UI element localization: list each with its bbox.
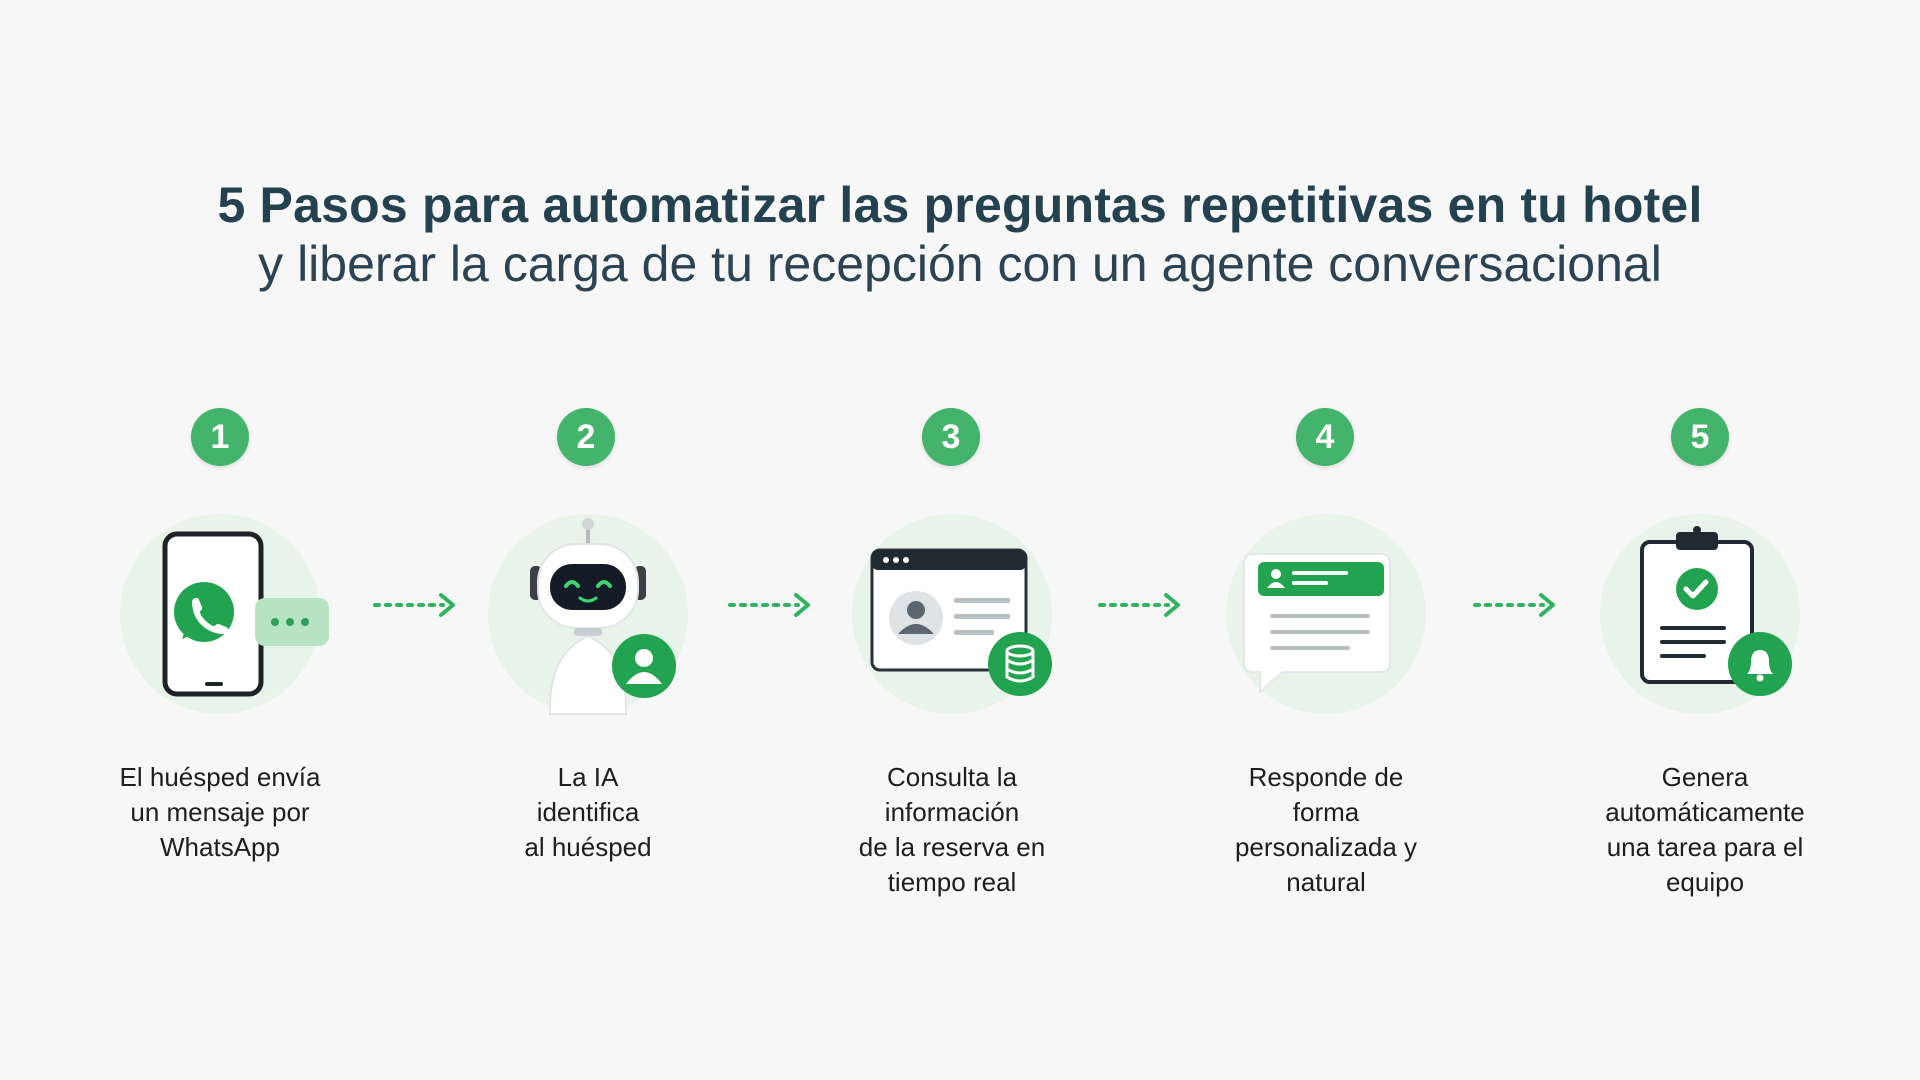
step-caption: Genera automáticamente una tarea para el… <box>1605 762 1805 897</box>
arrow-right-icon <box>1473 593 1555 617</box>
page-title: 5 Pasos para automatizar las preguntas r… <box>0 175 1920 293</box>
step-caption: El huésped envía un mensaje por WhatsApp <box>119 762 321 862</box>
title-main: 5 Pasos para automatizar las preguntas r… <box>217 177 1703 233</box>
chat-response-icon <box>1243 553 1391 695</box>
step-caption: La IA identifica al huésped <box>524 762 652 862</box>
reservation-database-icon <box>870 548 1052 696</box>
arrow-right-icon <box>728 593 810 617</box>
arrow-right-icon <box>373 593 455 617</box>
step-caption: Consulta la información de la reserva en… <box>858 762 1046 897</box>
step-caption: Responde de forma personalizada y natura… <box>1234 762 1418 897</box>
title-subtitle: y liberar la carga de tu recepción con u… <box>258 236 1662 292</box>
step-number-badge: 1 <box>191 408 249 466</box>
arrow-right-icon <box>1098 593 1180 617</box>
step-number-badge: 4 <box>1296 408 1354 466</box>
step-number-badge: 5 <box>1671 408 1729 466</box>
robot-icon <box>530 518 676 715</box>
clipboard-task-icon <box>1640 526 1792 696</box>
step-number-badge: 3 <box>922 408 980 466</box>
step-number-badge: 2 <box>557 408 615 466</box>
phone-whatsapp-icon <box>162 531 329 697</box>
